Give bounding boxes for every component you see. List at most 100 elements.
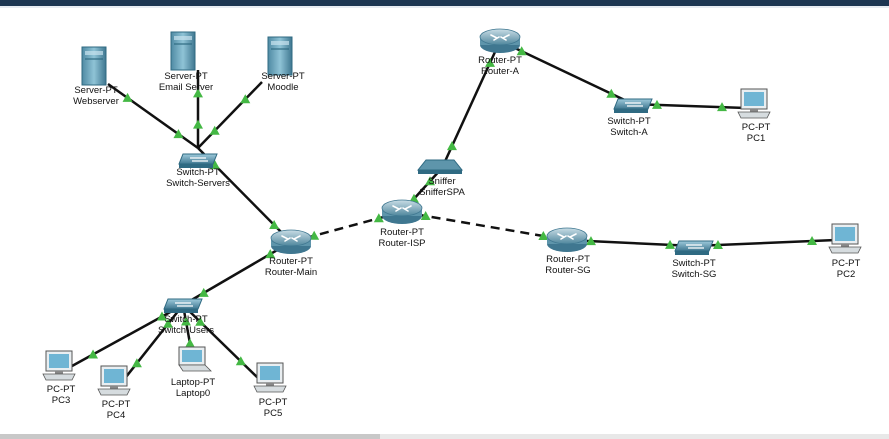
device-type-label-sw-a: Switch-PT — [607, 116, 650, 127]
device-name-label-sniffer: SnifferSPA — [419, 187, 465, 198]
device-name-label-laptop0: Laptop0 — [176, 388, 210, 399]
device-type-label-pc1: PC-PT — [742, 122, 771, 133]
port-indicator-pc2 — [807, 236, 818, 246]
device-name-label-r-sg: Router-SG — [545, 265, 590, 276]
port-indicator-email — [193, 88, 203, 98]
device-type-label-sw-servers: Switch-PT — [176, 167, 219, 178]
device-name-label-r-main: Router-Main — [265, 267, 317, 278]
port-indicator-pc5 — [235, 356, 246, 366]
port-indicator-sw-users — [163, 318, 174, 328]
device-type-label-r-a: Router-PT — [478, 55, 522, 66]
device-type-label-pc3: PC-PT — [47, 384, 76, 395]
port-indicator-sw-users — [195, 316, 206, 326]
port-indicator-pc3 — [88, 349, 99, 359]
device-type-label-webserver: Server-PT — [74, 85, 117, 96]
device-type-label-moodle: Server-PT — [261, 71, 304, 82]
port-indicator-sw-a — [606, 88, 617, 98]
switch-icon[interactable] — [674, 240, 714, 255]
device-name-label-sw-servers: Switch-Servers — [166, 178, 230, 189]
port-indicator-sw-users — [198, 287, 209, 297]
port-indicator-pc4 — [131, 358, 142, 368]
port-indicator-moodle — [240, 94, 251, 104]
pc-icon[interactable] — [737, 88, 771, 119]
device-type-label-r-isp: Router-PT — [380, 227, 424, 238]
port-indicator-laptop0 — [185, 338, 195, 348]
device-name-label-r-isp: Router-ISP — [379, 238, 426, 249]
router-icon[interactable] — [381, 199, 423, 224]
link-r-isp-r-sg[interactable] — [401, 210, 568, 242]
toolbar-separator — [0, 6, 889, 8]
router-icon[interactable] — [270, 229, 312, 254]
pc-icon[interactable] — [42, 350, 76, 381]
device-name-label-pc2: PC2 — [837, 269, 855, 280]
port-indicator-webserver — [122, 92, 133, 102]
port-indicator-sniffer — [446, 141, 457, 151]
link-sw-users-pc5[interactable] — [182, 304, 259, 379]
device-name-label-pc3: PC3 — [52, 395, 70, 406]
port-indicator-pc1 — [717, 102, 728, 112]
port-indicator-r-main — [309, 230, 320, 240]
scrollbar-thumb[interactable] — [0, 434, 380, 439]
pc-icon[interactable] — [828, 223, 862, 254]
link-sw-users-pc4[interactable] — [121, 304, 184, 383]
switch-icon[interactable] — [613, 98, 653, 113]
device-type-label-r-main: Router-PT — [269, 256, 313, 267]
port-indicator-sniffer — [425, 176, 435, 186]
device-type-label-r-sg: Router-PT — [546, 254, 590, 265]
port-indicator-sw-sg — [712, 239, 723, 249]
port-indicator-r-isp — [420, 211, 431, 221]
device-type-label-pc2: PC-PT — [832, 258, 861, 269]
pc-icon[interactable] — [253, 362, 287, 393]
device-name-label-sw-a: Switch-A — [610, 127, 648, 138]
port-indicator-r-sg — [538, 230, 549, 240]
port-indicator-r-a — [485, 57, 496, 67]
device-name-label-pc4: PC4 — [107, 410, 125, 421]
server-icon[interactable] — [81, 46, 107, 86]
port-indicator-sw-servers — [173, 129, 184, 139]
device-name-label-moodle: Moodle — [267, 82, 298, 93]
port-indicator-sw-a — [651, 99, 662, 109]
device-name-label-email: Email Server — [159, 82, 213, 93]
port-indicator-r-main — [265, 249, 276, 259]
device-type-label-pc4: PC-PT — [102, 399, 131, 410]
port-indicator-r-main — [269, 219, 280, 229]
port-indicator-sw-servers — [209, 125, 220, 135]
device-type-label-sw-users: Switch-PT — [164, 314, 207, 325]
switch-icon[interactable] — [178, 153, 218, 168]
device-name-label-sw-users: Switch-Users — [158, 325, 214, 336]
device-name-label-webserver: Webserver — [73, 96, 119, 107]
device-name-label-pc1: PC1 — [747, 133, 765, 144]
link-moodle-sw-servers[interactable] — [197, 81, 263, 149]
server-icon[interactable] — [267, 36, 293, 76]
link-sw-a-pc1[interactable] — [632, 102, 747, 110]
device-type-label-pc5: PC-PT — [259, 397, 288, 408]
device-name-label-r-a: Router-A — [481, 66, 520, 77]
pc-icon[interactable] — [97, 365, 131, 396]
port-indicator-sw-users — [181, 316, 191, 326]
port-indicator-sw-servers — [193, 119, 203, 129]
port-indicator-r-isp — [373, 213, 384, 223]
device-type-label-sw-sg: Switch-PT — [672, 258, 715, 269]
port-indicator-sw-users — [156, 311, 167, 321]
device-name-label-pc5: PC5 — [264, 408, 282, 419]
port-indicator-sw-sg — [665, 239, 676, 249]
router-icon[interactable] — [546, 227, 588, 252]
device-name-label-sw-sg: Switch-SG — [672, 269, 717, 280]
laptop-icon[interactable] — [178, 346, 212, 372]
link-webserver-sw-servers[interactable] — [107, 82, 199, 150]
window-title-bar — [0, 0, 889, 6]
server-icon[interactable] — [170, 31, 196, 71]
sniffer-icon[interactable] — [416, 159, 464, 174]
horizontal-scrollbar[interactable] — [0, 434, 889, 439]
port-indicator-r-a — [516, 46, 527, 56]
device-type-label-sniffer: Sniffer — [428, 176, 455, 187]
router-icon[interactable] — [479, 28, 521, 53]
port-indicator-r-sg — [585, 236, 596, 246]
switch-icon[interactable] — [163, 298, 203, 313]
ports-layer — [88, 46, 818, 368]
device-type-label-laptop0: Laptop-PT — [171, 377, 216, 388]
device-type-label-email: Server-PT — [164, 71, 207, 82]
